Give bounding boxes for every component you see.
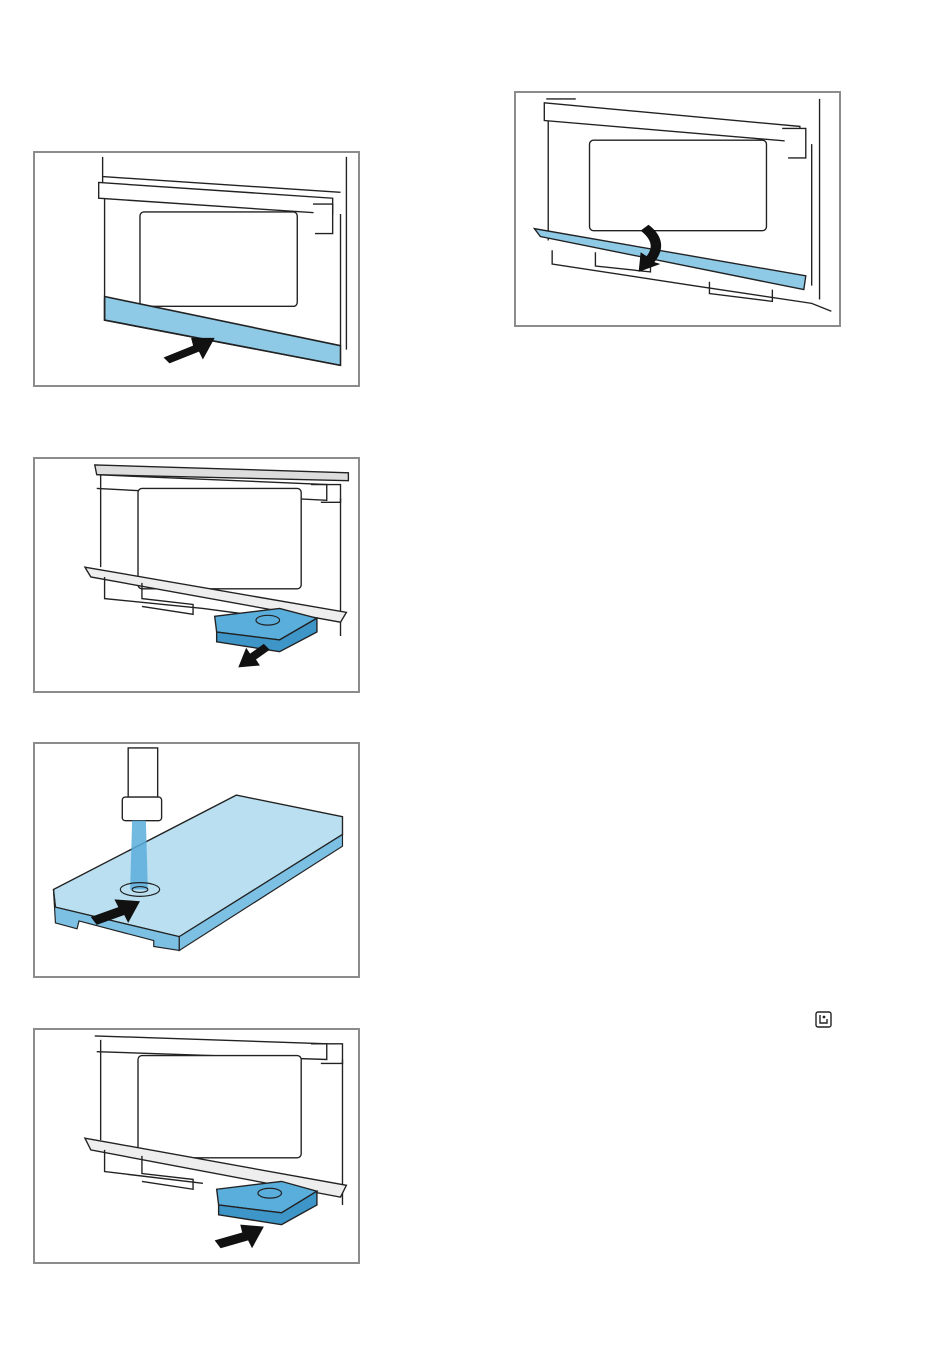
figure-insert-tank — [33, 1028, 360, 1264]
tank-fill-illustration — [35, 744, 358, 976]
figure-close-panel — [514, 91, 841, 327]
oven-illustration — [35, 1030, 358, 1262]
push-arrow-icon — [164, 338, 215, 364]
water-stream — [130, 821, 148, 890]
water-tank — [215, 608, 317, 651]
water-tank — [217, 1181, 317, 1224]
control-panel-strip — [534, 229, 805, 290]
figure-fill-tank — [33, 742, 360, 978]
oven-illustration — [35, 459, 358, 691]
figure-remove-tank — [33, 457, 360, 693]
figure-press-panel — [33, 151, 360, 387]
oven-illustration — [35, 153, 358, 385]
push-arrow-icon — [215, 1225, 264, 1249]
oven-illustration — [516, 93, 839, 325]
water-tap — [122, 748, 161, 821]
water-tank-symbol-icon — [815, 1011, 832, 1028]
